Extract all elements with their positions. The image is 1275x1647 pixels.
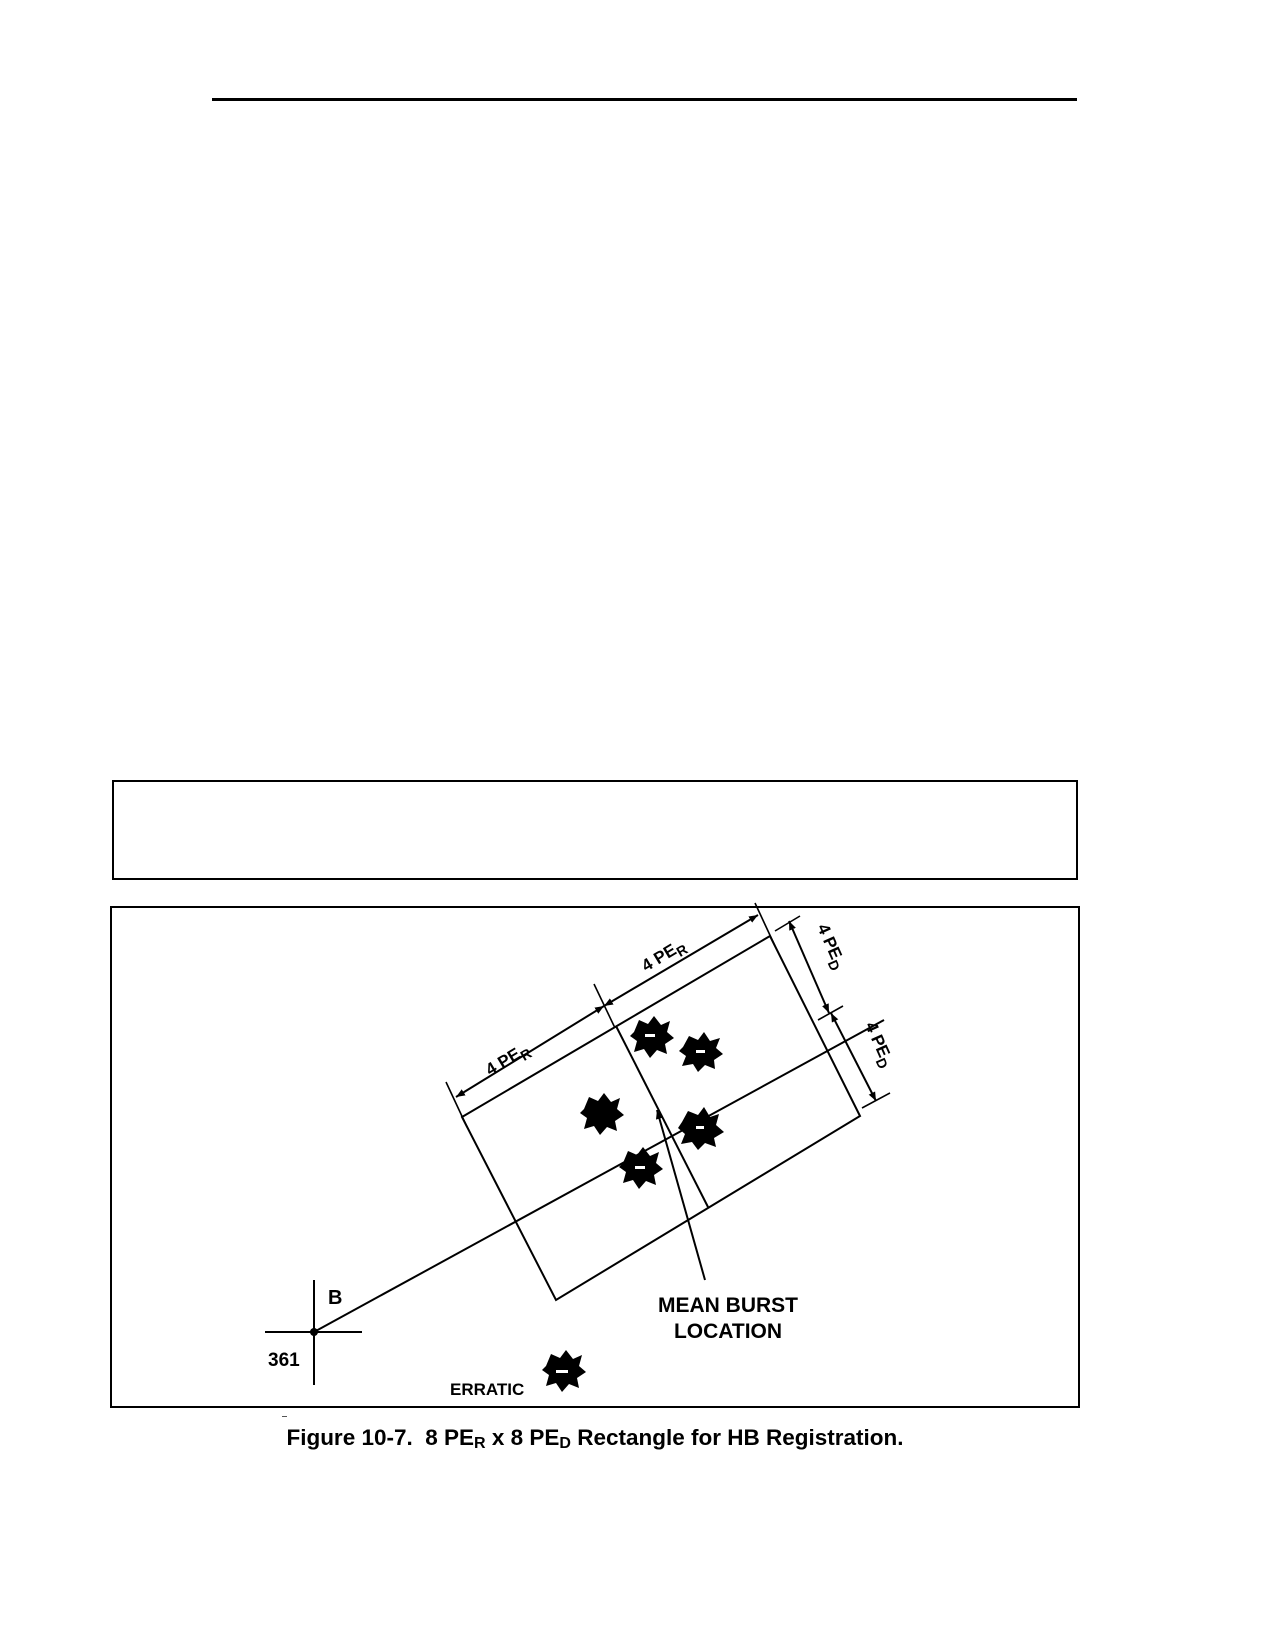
caption-sub2: D	[559, 1435, 571, 1452]
figure-caption: Figure 10-7. 8 PER x 8 PED Rectangle for…	[0, 1425, 1190, 1452]
deflection-extension-top	[774, 915, 801, 932]
burst-mark	[619, 1147, 663, 1189]
range-arrow-2	[603, 914, 759, 1007]
line-of-fire	[313, 1019, 885, 1333]
burst-mark	[678, 1107, 724, 1150]
burst-mark	[580, 1093, 624, 1135]
erratic-label: ERRATIC	[450, 1380, 524, 1399]
pe-rectangle	[460, 934, 862, 1302]
caption-part3: Rectangle for HB Registration.	[577, 1425, 904, 1450]
mean-burst-leader	[655, 1109, 706, 1281]
caption-prefix: Figure 10-7.	[286, 1425, 413, 1450]
observer-number-label: 361	[268, 1350, 300, 1371]
range-dimension-label-2: 4 PER	[638, 935, 690, 979]
deflection-dimension-label-2: 4 PED	[858, 1019, 898, 1071]
figure-frame	[110, 906, 1080, 1408]
caption-sub1: R	[474, 1435, 486, 1452]
header-rule	[212, 98, 1077, 101]
observer-letter-label: B	[328, 1287, 342, 1309]
deflection-extension-middle	[817, 1005, 844, 1021]
deflection-arrow-2	[830, 1012, 877, 1102]
mean-burst-label-line1: MEAN BURST	[658, 1294, 798, 1317]
range-dimension-label-1: 4 PER	[482, 1039, 534, 1083]
caption-part2: x 8 PE	[491, 1425, 560, 1450]
stray-mark	[282, 1416, 287, 1417]
range-extension-right	[754, 902, 776, 947]
deflection-arrow-1	[788, 920, 830, 1014]
note-box	[112, 780, 1078, 880]
erratic-burst-mark	[542, 1350, 586, 1392]
burst-mark	[630, 1016, 674, 1058]
range-arrow-1	[455, 1005, 605, 1098]
mean-burst-label-line2: LOCATION	[674, 1320, 782, 1343]
burst-mark	[679, 1032, 723, 1072]
caption-part1: 8 PE	[425, 1425, 475, 1450]
range-extension-left	[445, 1081, 468, 1128]
deflection-dimension-label-1: 4 PED	[810, 921, 850, 973]
